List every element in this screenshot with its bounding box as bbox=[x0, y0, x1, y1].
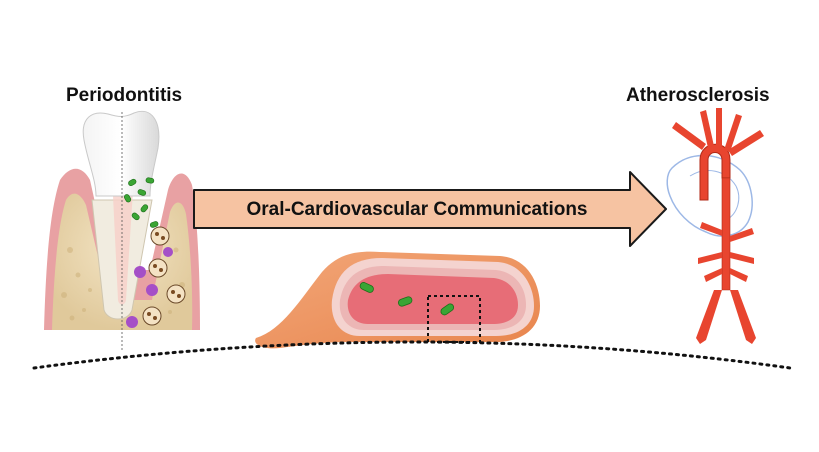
blood-bacteria bbox=[359, 282, 455, 316]
oral-bacteria bbox=[124, 177, 159, 228]
heart-outline bbox=[666, 154, 753, 237]
blood-vessel-illustration bbox=[255, 251, 540, 349]
arrow-label: Oral-Cardiovascular Communications bbox=[246, 199, 588, 220]
iliac-left bbox=[696, 290, 722, 344]
dotted-arc bbox=[32, 340, 792, 370]
bone-pores bbox=[61, 247, 185, 321]
aorta-illustration bbox=[666, 108, 764, 344]
osteoclast-cells bbox=[142, 226, 186, 326]
immune-cells bbox=[126, 247, 173, 328]
descending-aorta bbox=[721, 177, 731, 291]
subclavian-left bbox=[672, 122, 706, 150]
vessel-lumen bbox=[347, 274, 518, 324]
tooth-crown bbox=[82, 111, 160, 197]
carotid-left bbox=[700, 110, 714, 148]
alveolar-bone bbox=[52, 193, 193, 330]
aorta-branches bbox=[698, 222, 754, 282]
periodontitis-title: Periodontitis bbox=[66, 85, 183, 106]
osteoclast-nuclei bbox=[147, 232, 181, 320]
communication-arrow bbox=[193, 171, 667, 247]
iliac-right bbox=[730, 290, 756, 344]
carotid-middle bbox=[716, 108, 722, 146]
atherosclerosis-title: Atherosclerosis bbox=[626, 85, 770, 106]
heart-outline-inner bbox=[689, 170, 740, 221]
carotid-right bbox=[724, 114, 742, 152]
tooth-pulp bbox=[112, 175, 134, 305]
subclavian-right bbox=[728, 130, 764, 156]
tooth-illustration bbox=[44, 111, 200, 352]
zoom-box bbox=[427, 295, 481, 343]
